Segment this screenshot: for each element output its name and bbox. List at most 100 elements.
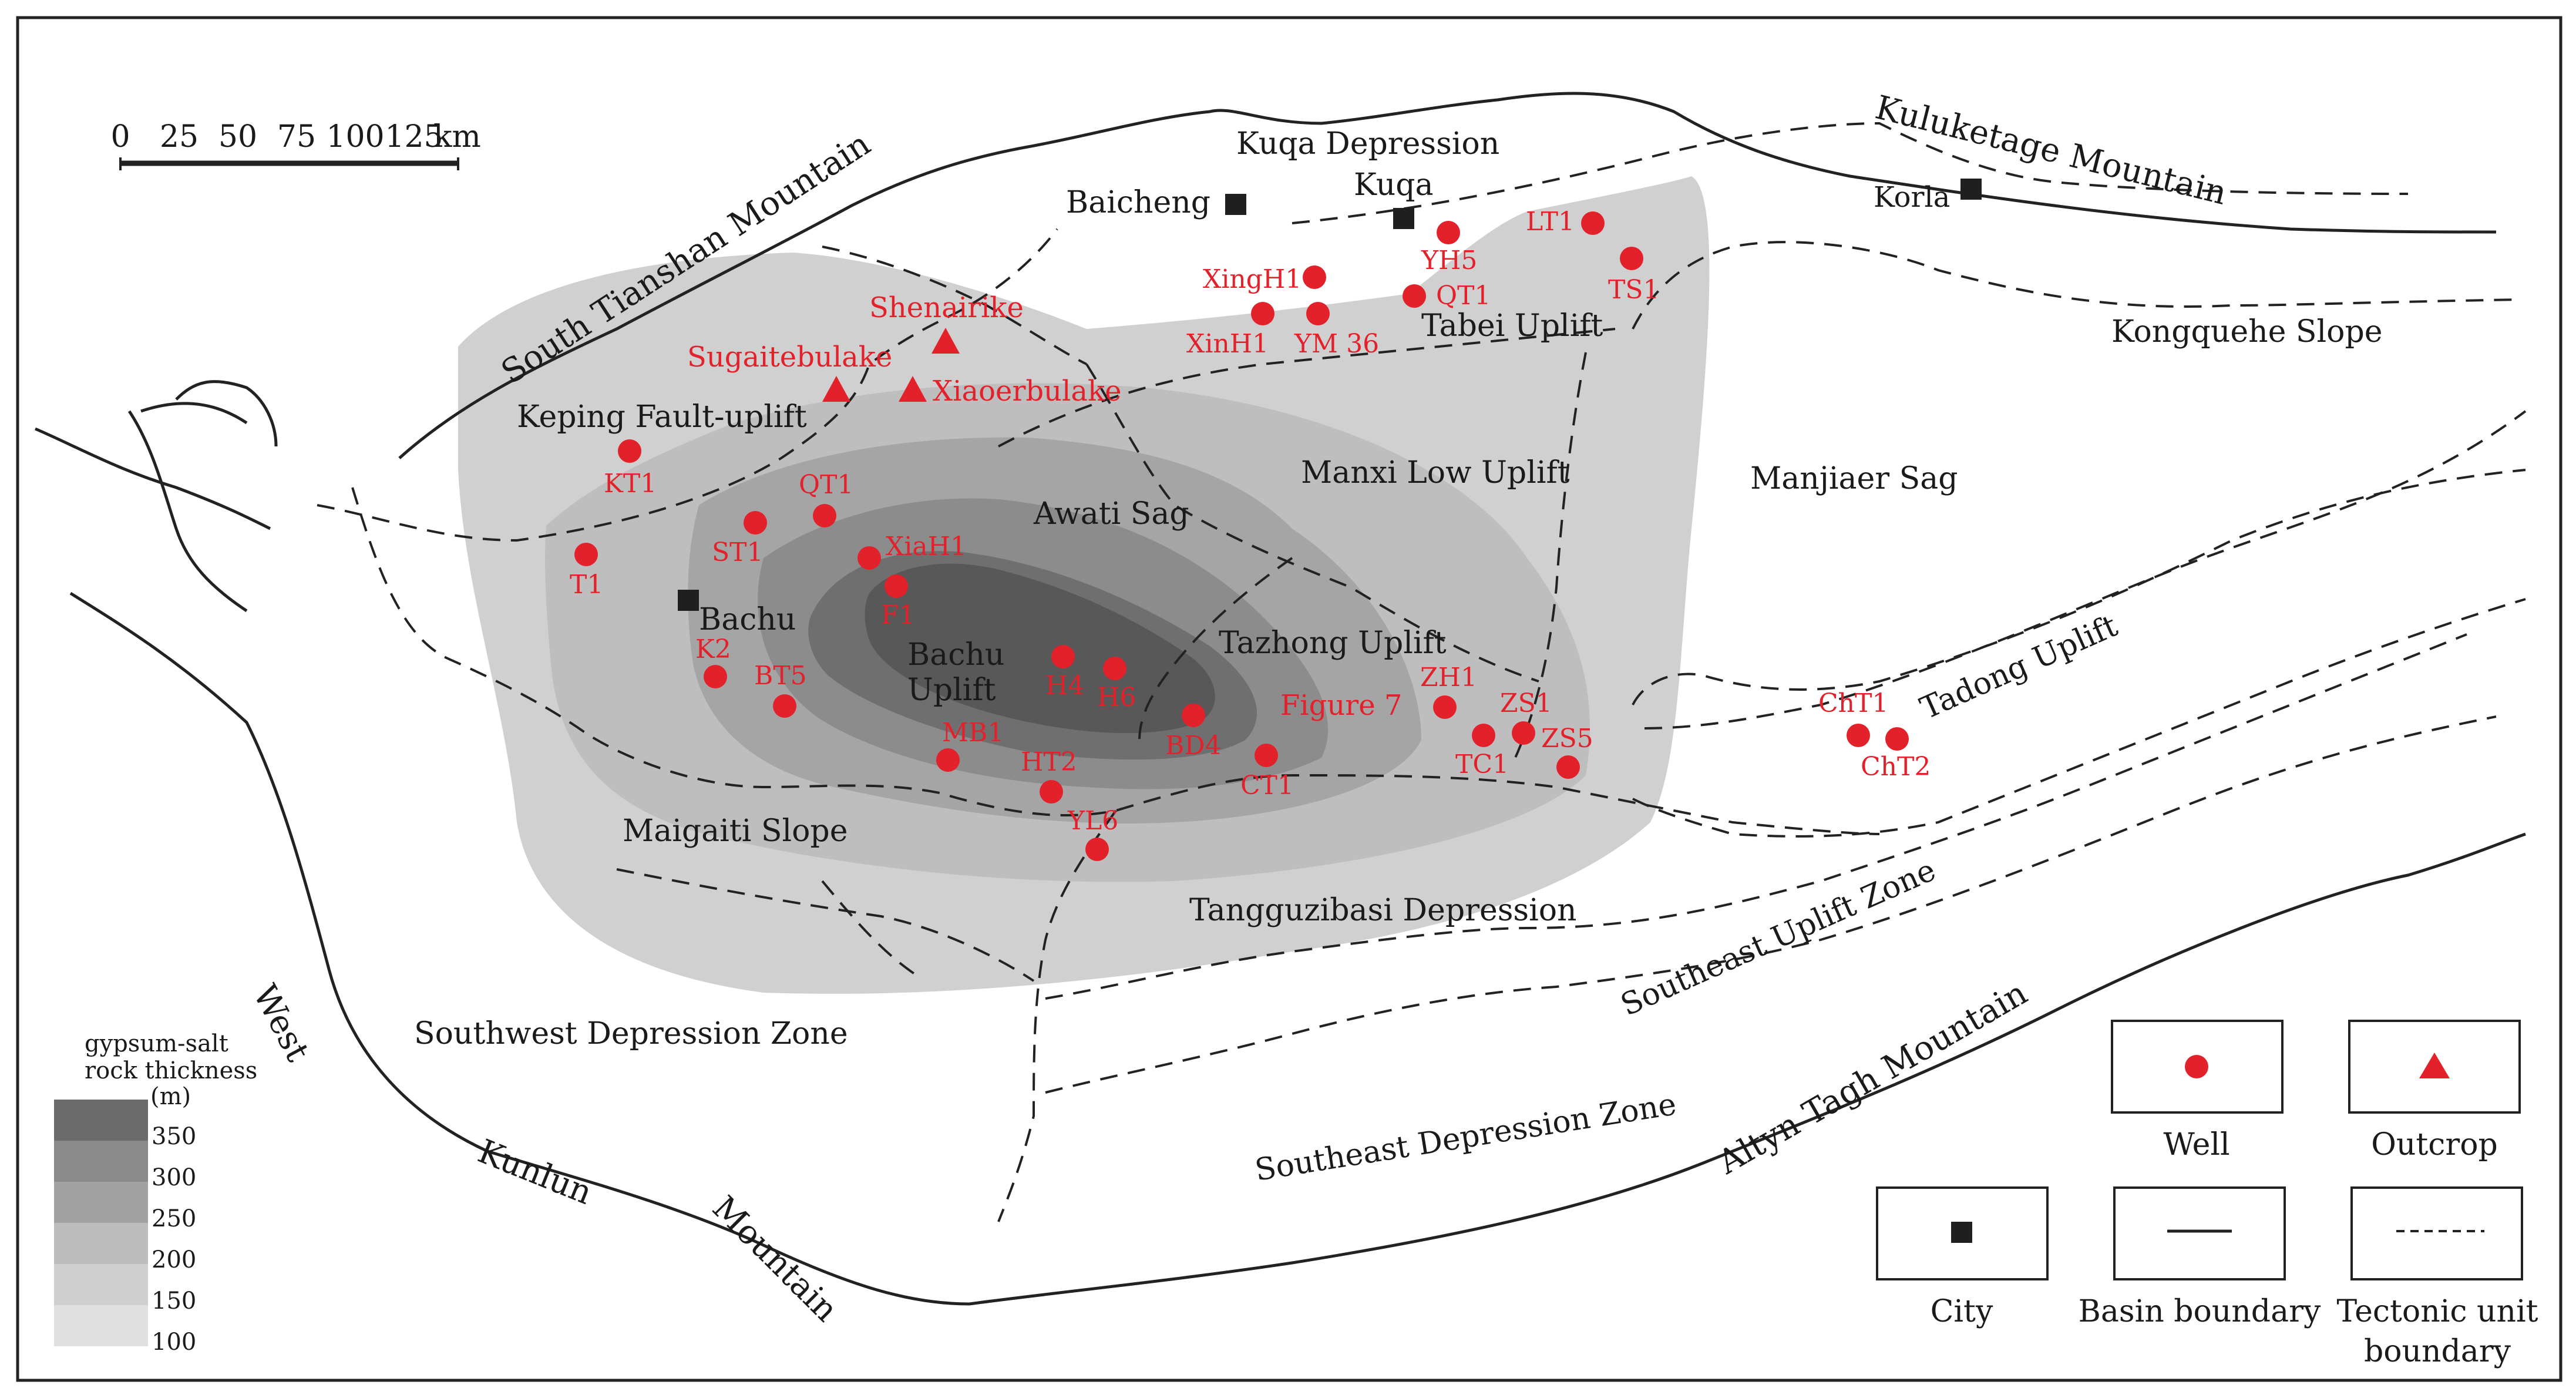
thickness-swatch-350 [54, 1100, 148, 1141]
well-marker-T1 [574, 543, 598, 566]
well-marker-TS1 [1620, 247, 1643, 270]
well-label-YM36: YM 36 [1294, 329, 1379, 359]
outcrop-marker-sugaitebulake [822, 376, 850, 402]
wells: LT1 TS1 YH5 QT1 XingH1 XinH1 YM 36 KT1 Q… [570, 207, 1931, 861]
well-marker-H4 [1051, 645, 1075, 668]
thickness-value-250: 250 [152, 1205, 196, 1232]
tazhong-label: Tazhong Uplift [1219, 626, 1447, 661]
well-marker-LT1 [1581, 211, 1605, 235]
map-frame [16, 16, 2562, 1382]
west-coast-line [35, 427, 271, 530]
legend-outcrop-label: Outcrop [2371, 1127, 2498, 1162]
legend-city-symbol [1951, 1222, 1972, 1243]
well-marker-CT1 [1255, 744, 1278, 767]
maigaiti-label: Maigaiti Slope [623, 814, 848, 849]
scale-tick-75: 75 [277, 119, 316, 154]
outcrops: Shenairike Sugaitebulake Xiaoerbulake [687, 291, 1122, 408]
well-label-XingH1: XingH1 [1203, 264, 1302, 294]
well-marker-ZH1 [1433, 695, 1457, 719]
city-marker-korla [1960, 179, 1982, 200]
well-marker-ChT2 [1885, 727, 1909, 751]
well-marker-YH5 [1437, 221, 1460, 244]
scale-tick-100: 100 [326, 119, 384, 154]
tectonic-boundary-15 [1045, 633, 2467, 1000]
figure7-label: Figure 7 [1280, 689, 1402, 722]
basin-boundary-south [69, 591, 2526, 1306]
contour-350 [865, 563, 1215, 734]
thickness-swatch-150 [54, 1264, 148, 1305]
thickness-swatch-100 [54, 1305, 148, 1346]
thickness-legend-title-1: gypsum-salt [85, 1030, 228, 1057]
tectonic-boundary-17 [821, 880, 917, 976]
bachu-uplift-label-1: Bachu [907, 637, 1004, 673]
well-label-ST1: ST1 [712, 537, 763, 567]
tectonic-boundary-2 [822, 246, 1087, 365]
city-label-baicheng: Baicheng [1066, 185, 1210, 220]
kongquehe-label: Kongquehe Slope [2111, 314, 2383, 349]
outcrop-label-shenairike: Shenairike [869, 291, 1024, 324]
well-label-K2: K2 [695, 634, 731, 664]
tectonic-boundary-5 [1632, 241, 2520, 330]
well-marker-BT5 [773, 694, 796, 718]
basin-boundaries [35, 92, 2526, 1306]
tectonic-boundary-6 [1292, 122, 2409, 224]
legend-tectonic-boundary-label-1: Tectonic unit [2336, 1294, 2538, 1329]
well-label-QT1-north: QT1 [1436, 281, 1491, 311]
legend-city-label: City [1931, 1294, 1993, 1329]
thickness-swatch-200 [54, 1223, 148, 1264]
thickness-swatch-300 [54, 1141, 148, 1182]
well-marker-KT1 [618, 439, 641, 463]
well-marker-K2 [704, 665, 727, 688]
manxi-label: Manxi Low Uplift [1301, 455, 1570, 490]
outcrop-label-sugaitebulake: Sugaitebulake [687, 341, 892, 374]
city-label-korla: Korla [1874, 181, 1950, 214]
city-label-kuqa: Kuqa [1354, 167, 1433, 203]
altyn-tagh-label: Altyn Tagh Mountain [1711, 974, 2034, 1182]
city-marker-bachu [678, 590, 699, 611]
tectonic-boundary-4 [998, 328, 1616, 448]
well-marker-YM36 [1306, 302, 1330, 325]
keping-label: Keping Fault-uplift [517, 399, 807, 435]
thickness-legend: gypsum-salt rock thickness (m) 350 300 2… [54, 1030, 257, 1356]
well-label-BD4: BD4 [1165, 731, 1222, 761]
well-label-ZS1: ZS1 [1500, 688, 1552, 718]
thickness-swatch-250 [54, 1182, 148, 1223]
well-marker-MB1 [936, 748, 960, 772]
well-label-ChT1: ChT1 [1818, 688, 1888, 718]
tectonic-boundary-11 [1632, 598, 2526, 838]
legend-well-symbol [2185, 1055, 2208, 1078]
legend-outcrop-symbol [2419, 1053, 2450, 1078]
bachu-uplift-label-2: Uplift [907, 673, 996, 708]
well-marker-QT1 [813, 504, 836, 527]
well-marker-F1 [885, 574, 908, 598]
well-label-TS1: TS1 [1608, 275, 1659, 305]
well-marker-BD4 [1182, 704, 1205, 727]
well-label-XinH1: XinH1 [1186, 329, 1269, 359]
thickness-value-200: 200 [152, 1246, 196, 1273]
well-label-LT1: LT1 [1526, 207, 1575, 237]
thickness-value-350: 350 [152, 1123, 196, 1150]
tectonic-boundary-14 [616, 868, 1035, 982]
southeast-depression-label: Southeast Depression Zone [1253, 1087, 1679, 1188]
tabei-label: Tabei Uplift [1421, 308, 1603, 344]
well-marker-TC1 [1472, 724, 1495, 747]
well-label-YH5: YH5 [1421, 246, 1477, 275]
city-marker-baicheng [1225, 194, 1246, 215]
well-marker-XinH1 [1251, 302, 1274, 325]
scale-tick-50: 50 [218, 119, 257, 154]
tectonic-boundary-16 [1045, 715, 2497, 1094]
well-label-H6: H6 [1097, 683, 1136, 712]
well-marker-ST1 [744, 511, 767, 535]
well-marker-ZS5 [1556, 755, 1580, 779]
legend-well-label: Well [2163, 1127, 2229, 1162]
southwest-label: Southwest Depression Zone [414, 1016, 848, 1051]
thickness-contours [458, 176, 1710, 994]
city-label-bachu: Bachu [699, 602, 796, 637]
well-marker-ZS1 [1512, 721, 1535, 745]
inlet-line-1 [127, 410, 248, 613]
tectonic-boundary-3 [1085, 363, 1539, 683]
outcrop-marker-shenairike [931, 328, 960, 354]
southeast-uplift-label: Southeast Uplift Zone [1616, 852, 1941, 1023]
tectonic-boundary-1 [317, 228, 1058, 542]
thickness-value-150: 150 [152, 1288, 196, 1315]
